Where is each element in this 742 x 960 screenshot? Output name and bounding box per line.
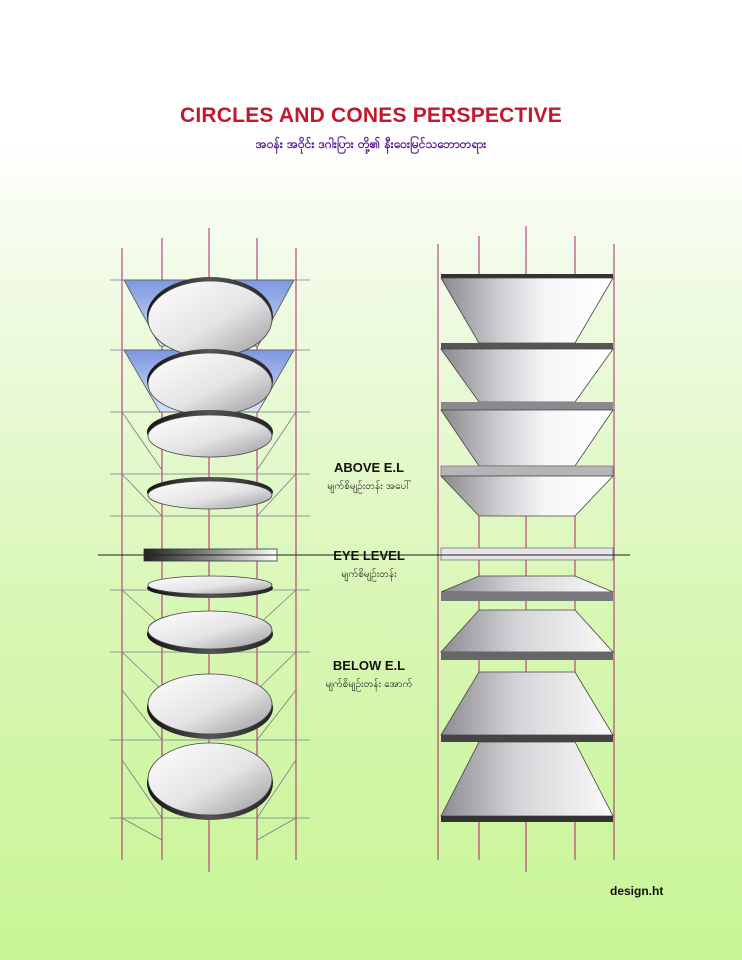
left-disc-7 [147,673,273,739]
left-disc-2 [147,349,273,416]
label-below-el-sub: မျက်စိမျဥ်းတန်း အောက် [325,679,413,690]
left-disc-5 [147,575,273,598]
right-slab-3 [440,671,614,742]
page-title: CIRCLES AND CONES PERSPECTIVE [180,104,562,127]
label-below-el: BELOW E.L [332,658,406,673]
left-disc-6 [147,610,273,654]
right-slab-1 [440,575,614,601]
right-slab-4 [440,741,614,822]
label-above-el: ABOVE E.L [333,460,405,475]
right-slab-2 [440,609,614,660]
label-eye-level-sub: မျက်စိမျဥ်းတန်း [341,569,397,580]
left-disc-1 [147,277,273,358]
right-cone-1 [440,274,614,344]
credit-text: design.ht [610,884,664,898]
label-eye-level: EYE LEVEL [333,548,405,563]
page-subtitle: အဝန်း အဝိုင်း ဒဂါးပြား တို့၏ နီးဝေးမြင်သ… [255,137,487,151]
right-cone-4 [440,465,614,517]
left-disc-8 [147,742,273,820]
right-cone-2 [440,343,614,403]
left-disc-4 [147,477,273,510]
right-cone-3 [440,402,614,467]
label-above-el-sub: မျက်စိမျဥ်းတန်း အပေါ် [327,481,411,492]
left-disc-3 [147,410,273,458]
right-eye-level-bar [440,547,614,561]
